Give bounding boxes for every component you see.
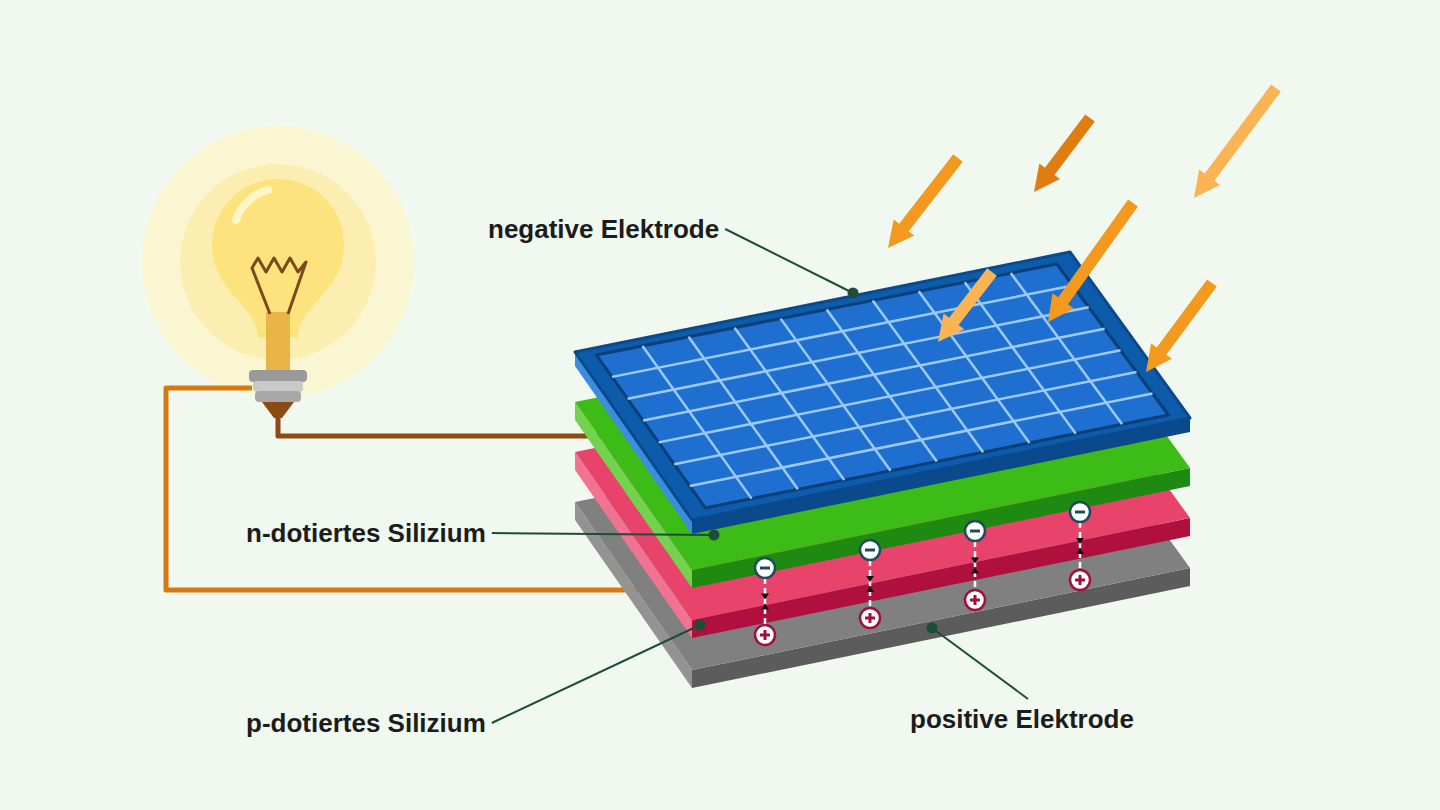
leader-dot [695,620,706,631]
leader-dot [848,288,859,299]
light-arrow [1024,110,1101,200]
bulb-glow [142,126,414,398]
leader-line [725,229,853,293]
charge-pair [860,540,880,628]
charge-pair [965,521,985,610]
light-arrow [928,264,1003,350]
light-arrow [1136,275,1223,379]
light-bulb [212,179,344,418]
charge-pair [755,558,775,645]
leader-line [492,625,700,723]
leader-line [932,628,1028,699]
light-arrow [1184,80,1287,206]
part-label: p-dotiertes Silizium [246,707,486,739]
part-label: positive Elektrode [910,703,1134,735]
solar-panel [575,252,1190,534]
wires [166,388,642,590]
leader-line [492,533,714,535]
light-arrow [878,150,969,256]
charge-pair [1070,502,1090,590]
panel-cells [596,264,1168,508]
leader-dot [709,530,720,541]
leader-dot [927,623,938,634]
cell-layers [575,252,1190,688]
part-label: n-dotiertes Silizium [246,517,486,549]
part-label: negative Elektrode [488,213,719,245]
leader-lines [492,229,1028,723]
electron-hole-pairs [755,502,1090,645]
light-arrow [1037,195,1143,329]
sunlight-arrows [878,80,1287,380]
